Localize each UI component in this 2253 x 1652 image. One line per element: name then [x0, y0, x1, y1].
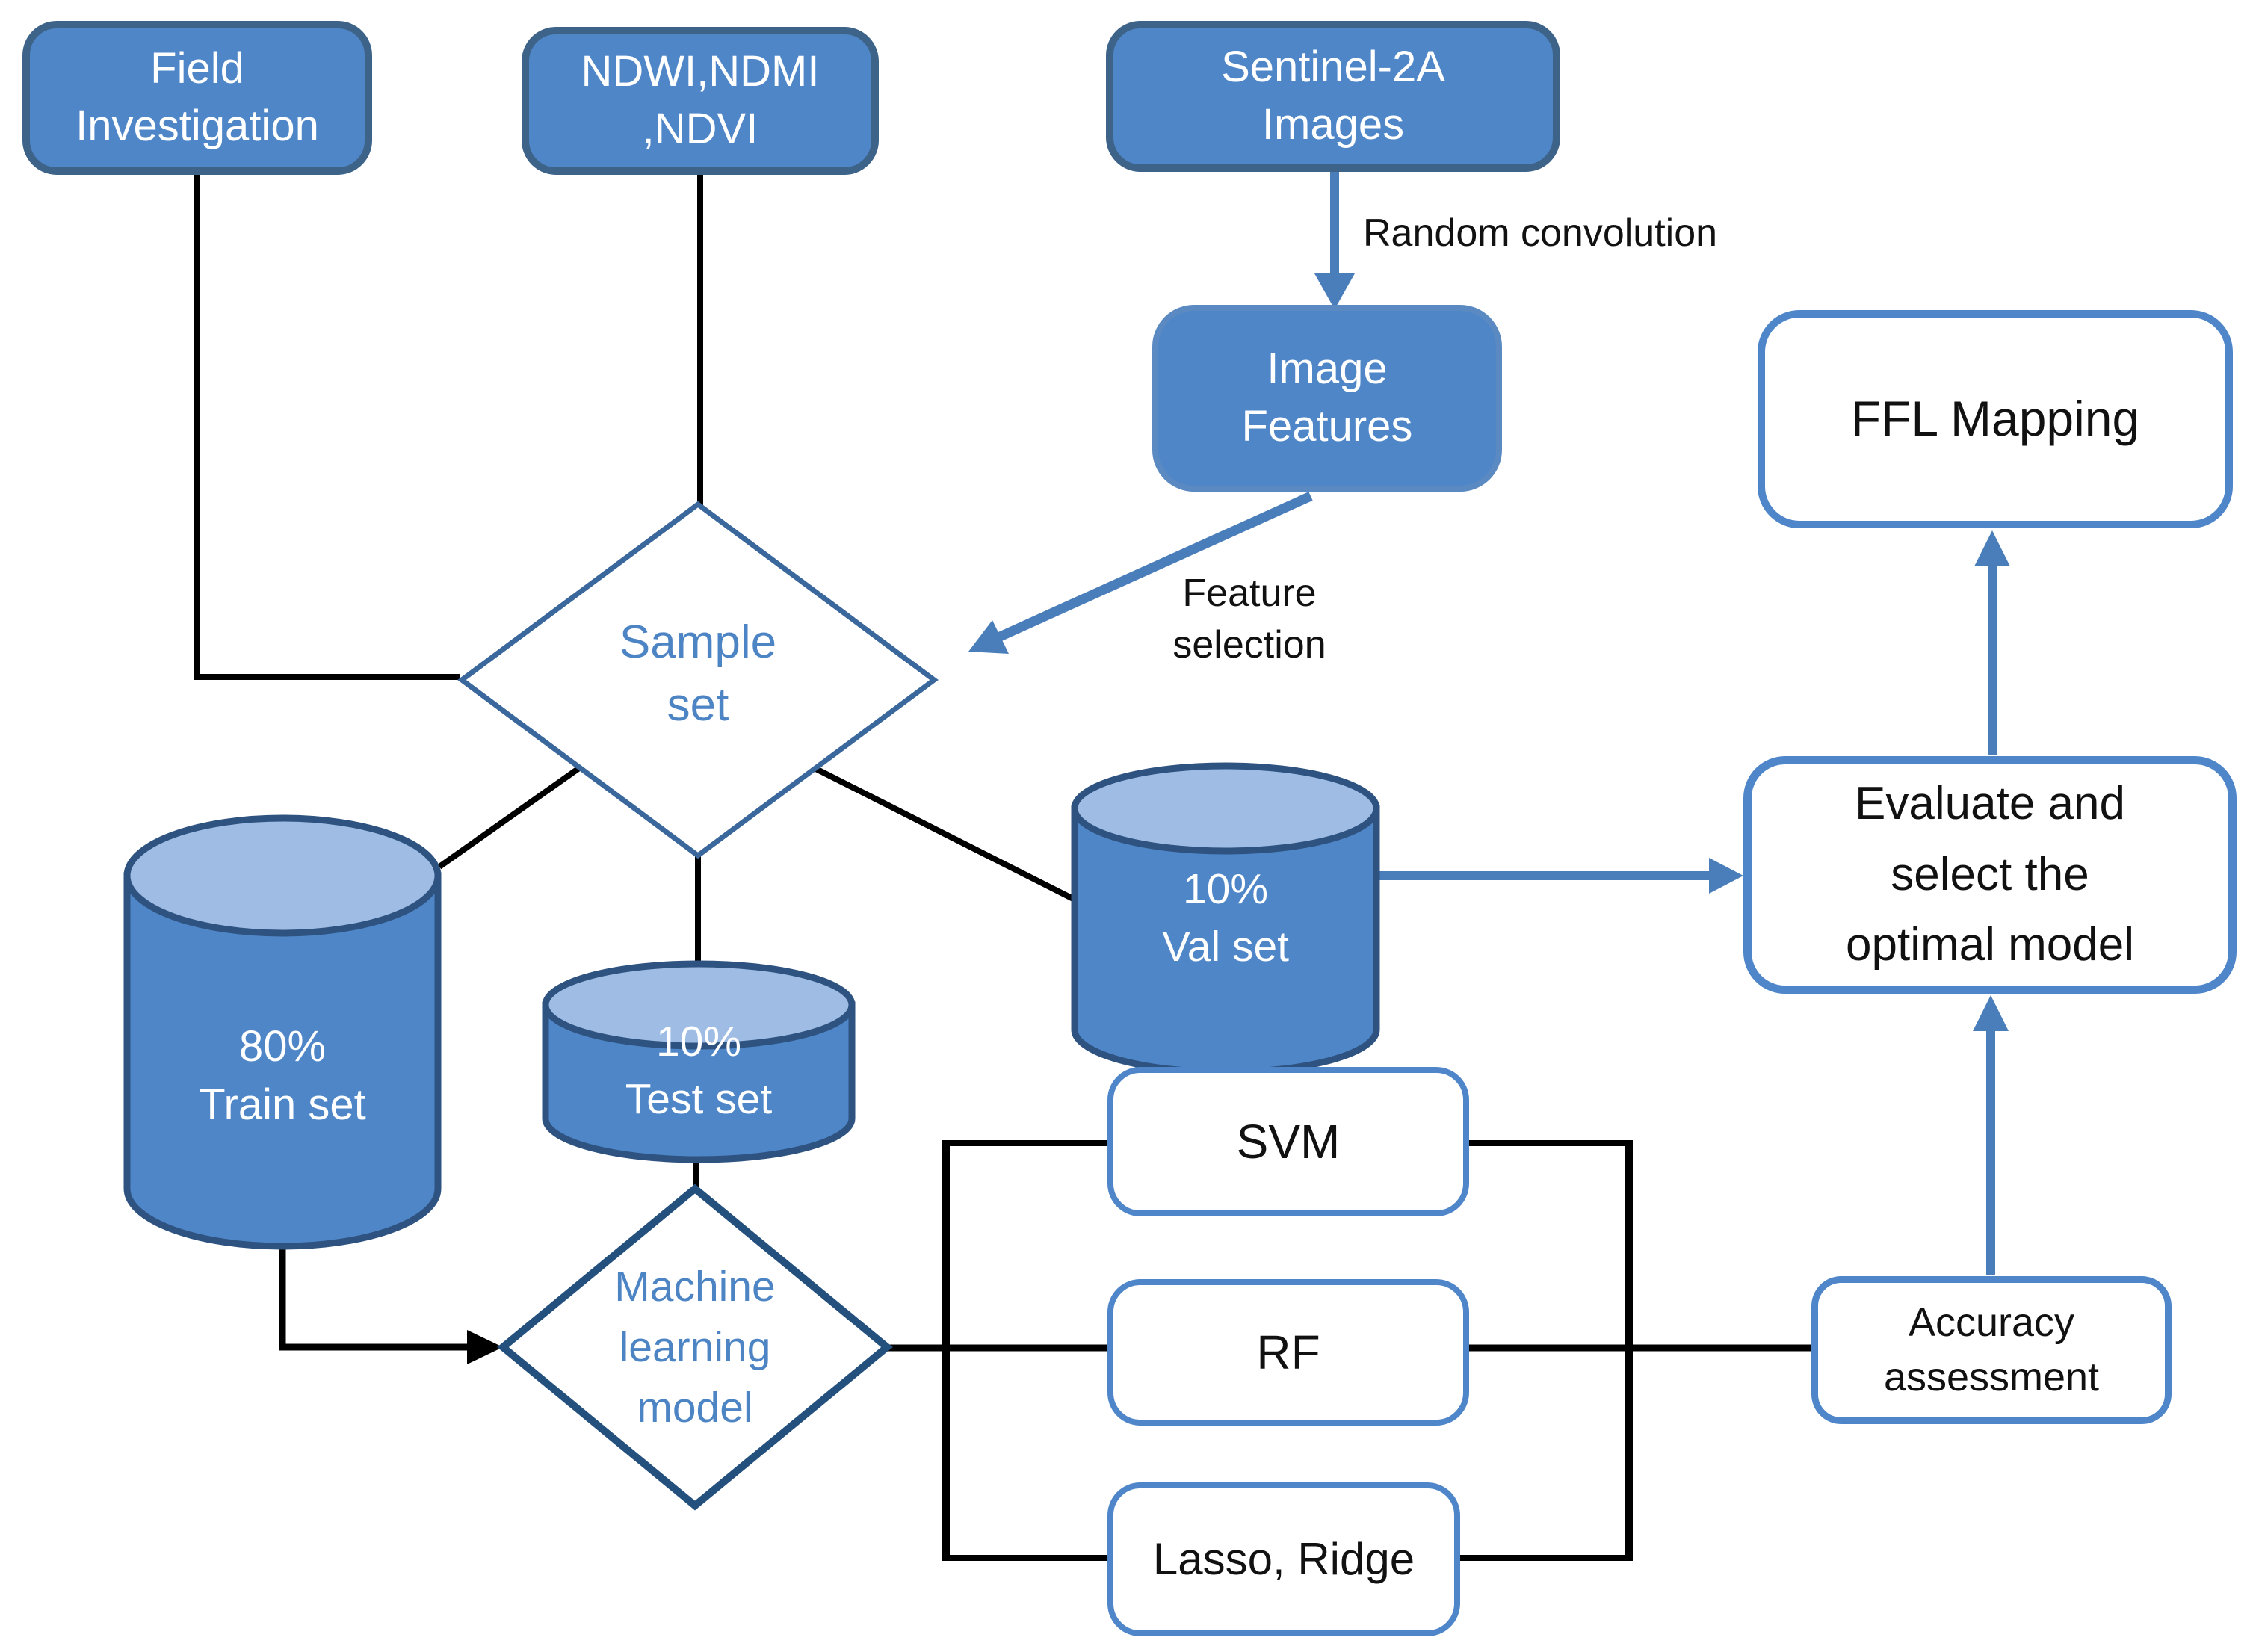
node-accuracy-assessment: Accuracy assessment	[1811, 1276, 2172, 1424]
edge-val-to-evaluate-arrowhead	[1709, 858, 1743, 894]
node-svm-label: SVM	[1236, 1114, 1341, 1169]
node-svm: SVM	[1107, 1067, 1469, 1216]
edge-train-to-ml-arrowhead	[467, 1330, 503, 1364]
edge-train-to-ml	[279, 1244, 471, 1351]
ml-model-diamond	[497, 1184, 893, 1511]
edge-evaluate-to-ffl-arrowhead	[1974, 530, 2010, 566]
edge-accuracy-to-evaluate-arrowhead	[1973, 995, 2009, 1031]
edge-field-to-sample	[194, 174, 460, 680]
node-lasso-ridge-label: Lasso, Ridge	[1152, 1534, 1415, 1585]
node-accuracy-assessment-label: Accuracy assessment	[1883, 1300, 2100, 1399]
val-set-cylinder-top	[1071, 762, 1380, 855]
train-set-cylinder-body	[123, 872, 442, 1250]
edge-sentinel-to-features-arrowhead	[1314, 273, 1355, 309]
node-evaluate-select-optimal-model: Evaluate and select the optimal model	[1743, 756, 2237, 994]
node-field-investigation-label: Field Investigation	[75, 44, 319, 150]
node-field-investigation: Field Investigation	[22, 21, 372, 175]
node-indices-ndwi-ndmi-ndvi: NDWI,NDMI ,NDVI	[522, 27, 879, 175]
node-image-features: Image Features	[1152, 305, 1502, 492]
edge-sample-to-val	[813, 765, 1088, 909]
val-set-cylinder	[1071, 762, 1380, 1076]
train-set-cylinder-top	[123, 814, 442, 937]
test-set-cylinder-top	[542, 960, 856, 1050]
edge-features-to-sample-arrowhead	[968, 620, 1009, 654]
node-rf: RF	[1107, 1279, 1469, 1426]
sample-set-diamond	[457, 501, 939, 859]
node-sentinel-2a-images-label: Sentinel-2A Images	[1221, 43, 1445, 149]
edge-features-to-sample	[996, 492, 1313, 642]
node-sentinel-2a-images: Sentinel-2A Images	[1106, 21, 1560, 172]
node-lasso-ridge: Lasso, Ridge	[1107, 1482, 1460, 1636]
train-set-cylinder	[123, 814, 442, 1250]
edge-sample-to-train	[437, 765, 581, 870]
node-ffl-mapping-label: FFL Mapping	[1850, 391, 2140, 447]
node-rf-label: RF	[1256, 1325, 1320, 1379]
node-ffl-mapping: FFL Mapping	[1758, 310, 2233, 528]
node-evaluate-label: Evaluate and select the optimal model	[1846, 777, 2134, 971]
node-image-features-label: Image Features	[1241, 344, 1413, 451]
test-set-cylinder	[542, 960, 856, 1163]
node-indices-label: NDWI,NDMI ,NDVI	[581, 47, 820, 153]
